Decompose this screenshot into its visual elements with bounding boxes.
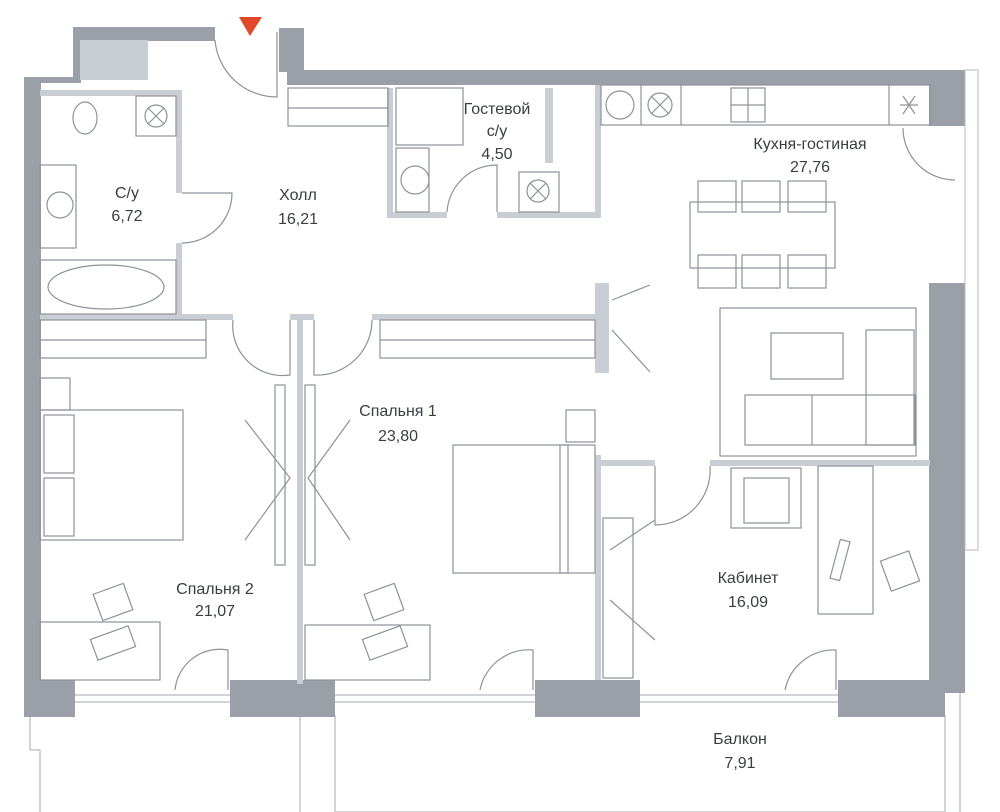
wardrobes: [39, 87, 596, 359]
room-area-bath: 6,72: [111, 208, 142, 225]
room-area-hall: 16,21: [278, 211, 318, 228]
room-name-bath: С/у: [115, 185, 139, 202]
room-area-kitchen: 27,76: [790, 159, 830, 176]
room-name-office: Кабинет: [718, 570, 780, 587]
room-name-bedroom2: Спальня 2: [176, 581, 254, 598]
room-area-bedroom1: 23,80: [378, 428, 418, 445]
room-area-bedroom2: 21,07: [195, 603, 235, 620]
room-area-balcony: 7,91: [724, 755, 755, 772]
room-name-hall: Холл: [279, 187, 317, 204]
room-name-bedroom1: Спальня 1: [359, 403, 437, 420]
doors[interactable]: [174, 32, 956, 691]
entrance-marker-icon: [239, 17, 262, 36]
room-name-guest-wc-2: с/у: [487, 123, 507, 140]
bathroom-fixtures: [39, 87, 560, 315]
outer-walls: [24, 27, 979, 717]
balcony-outline: [29, 690, 961, 812]
room-labels: С/у 6,72 Холл 16,21 Гостевой с/у 4,50 Ку…: [111, 101, 866, 772]
room-name-guest-wc: Гостевой: [464, 101, 531, 118]
room-area-guest-wc: 4,50: [481, 146, 512, 163]
interior-walls: [40, 40, 930, 684]
bedroom-furniture: [39, 377, 921, 681]
kitchen-furniture: [600, 84, 931, 457]
room-name-balcony: Балкон: [713, 731, 767, 748]
room-name-kitchen: Кухня-гостиная: [753, 136, 866, 153]
room-area-office: 16,09: [728, 594, 768, 611]
